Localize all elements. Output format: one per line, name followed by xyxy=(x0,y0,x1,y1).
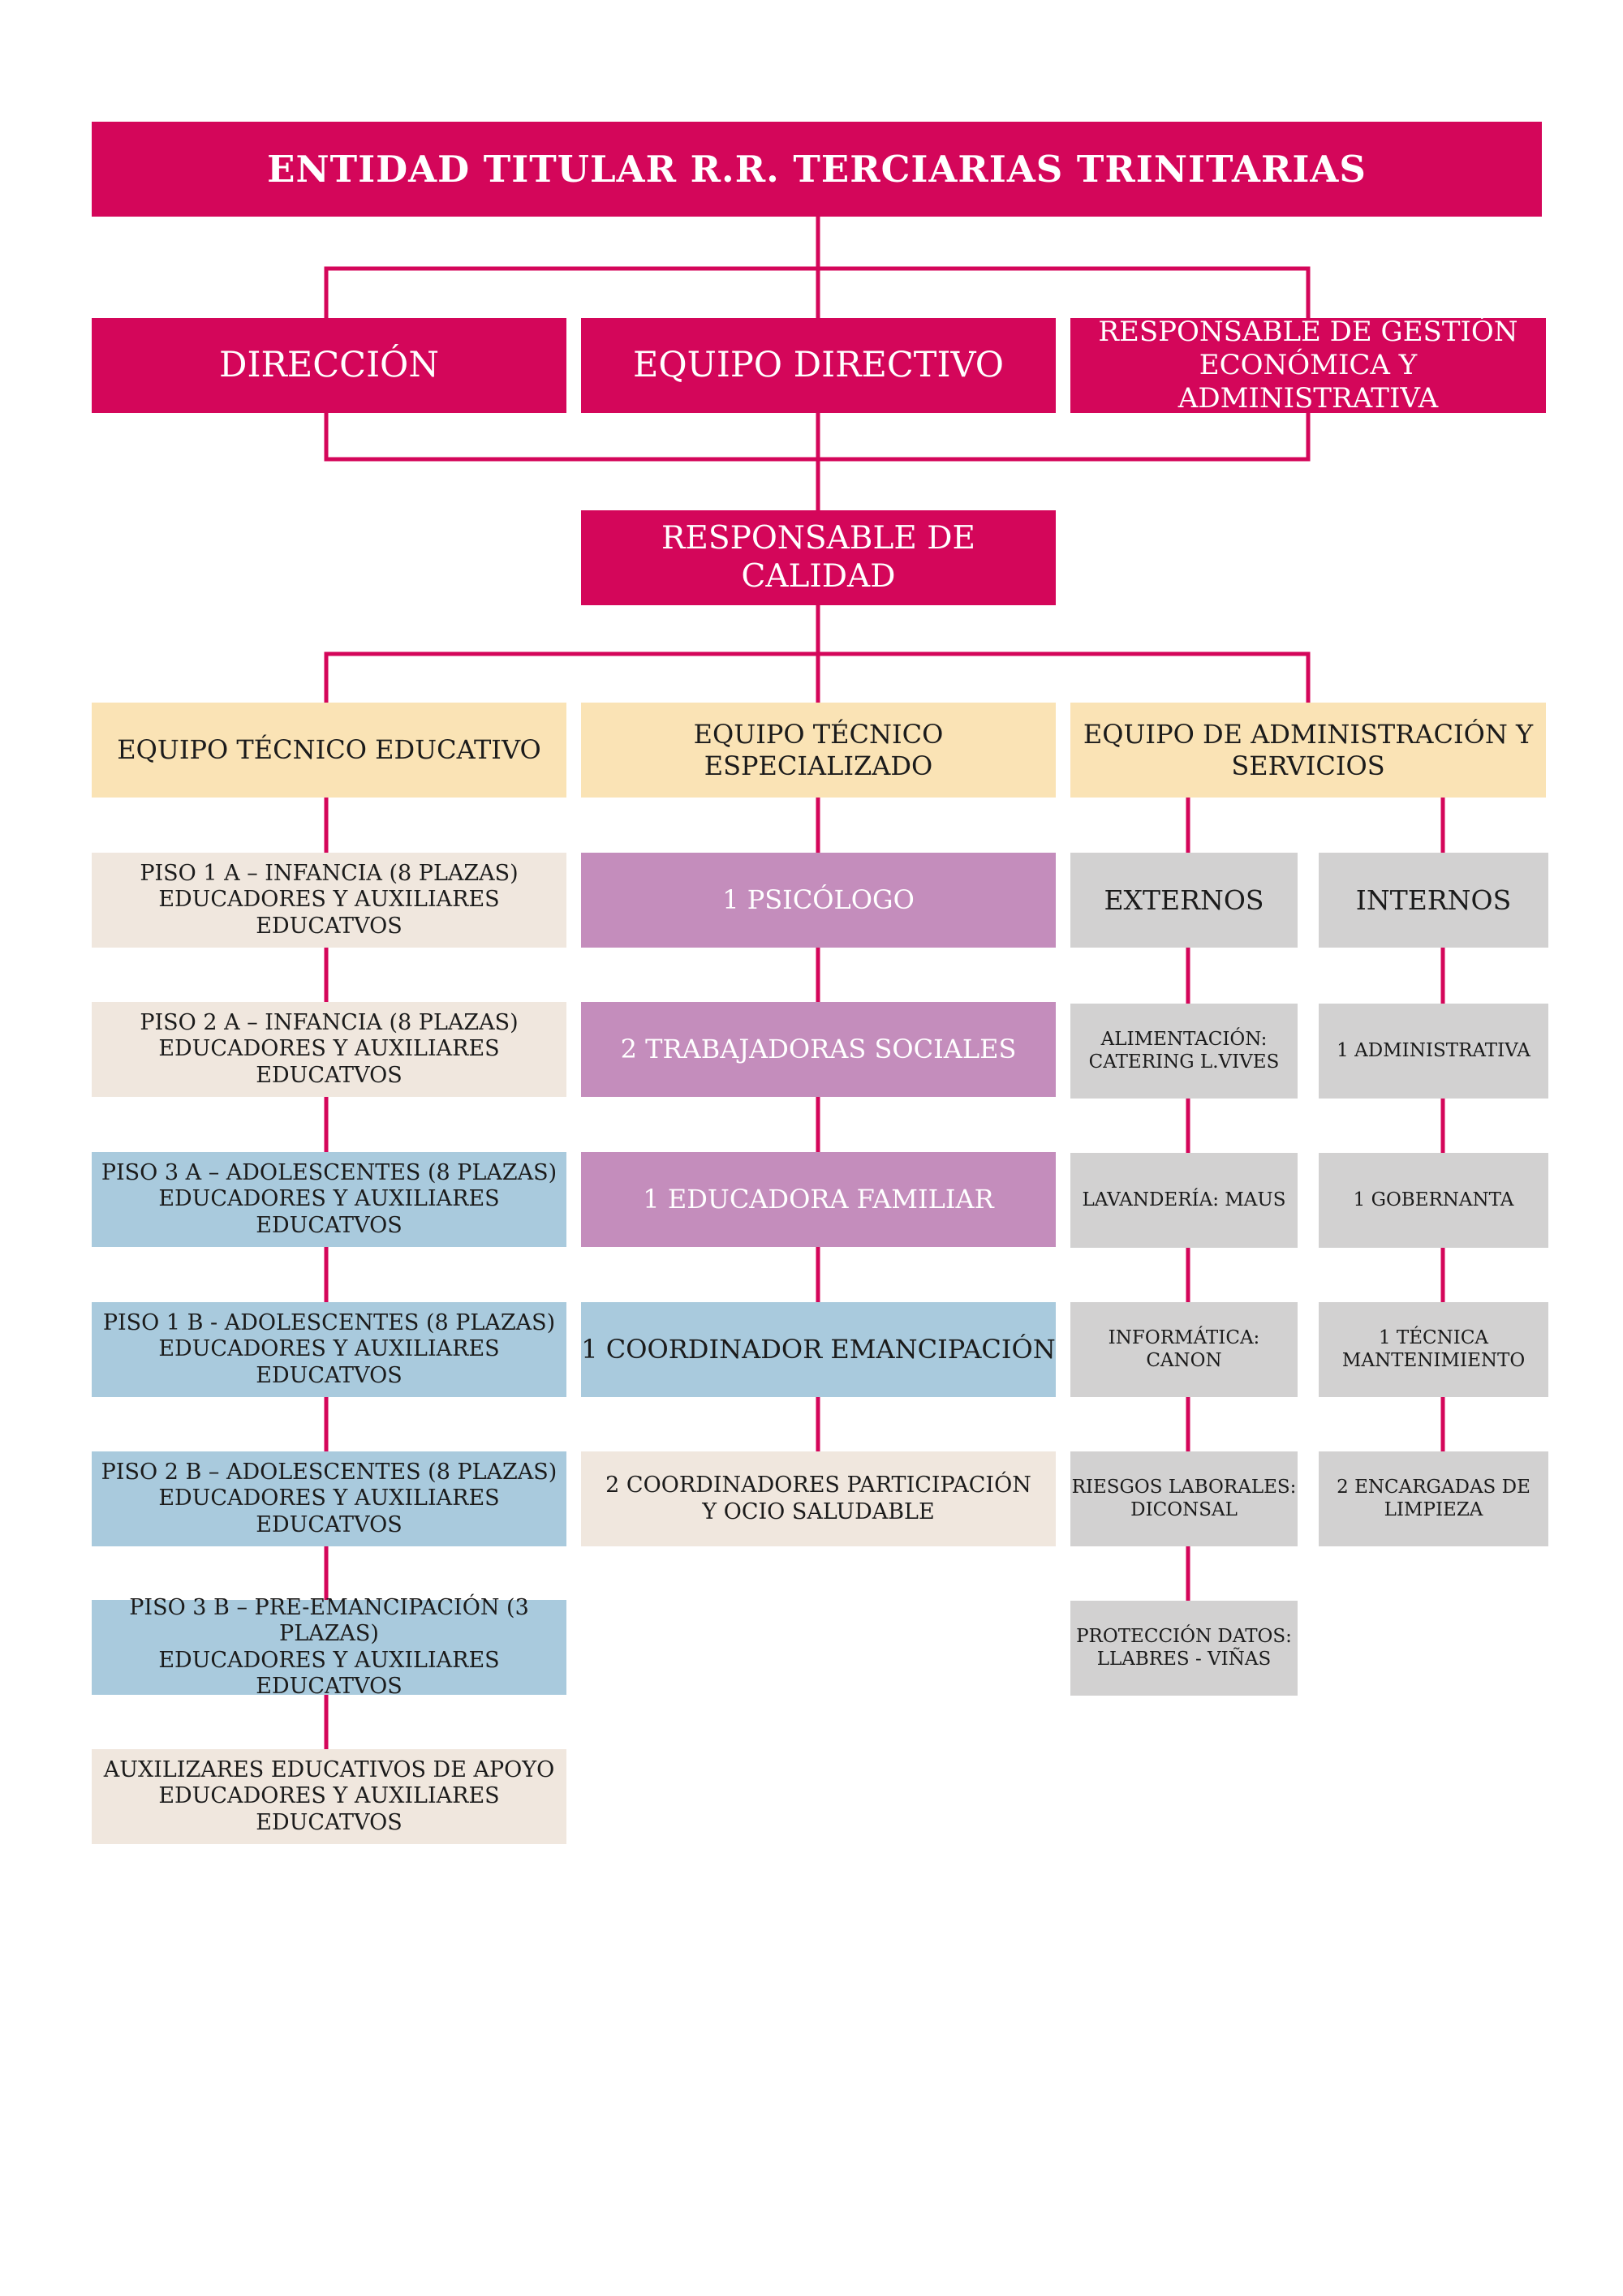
internos-item-box: 1 TÉCNICA MANTENIMIENTO xyxy=(1319,1302,1548,1397)
externos-item-box: INFORMÁTICA: CANON xyxy=(1070,1302,1298,1397)
internos-item-box: 1 ADMINISTRATIVA xyxy=(1319,1004,1548,1099)
entidad-titular-box: ENTIDAD TITULAR R.R. TERCIARIAS TRINITAR… xyxy=(92,122,1542,217)
internos-item-box: 2 ENCARGADAS DE LIMPIEZA xyxy=(1319,1451,1548,1546)
especializado-item-box: 1 COORDINADOR EMANCIPACIÓN xyxy=(581,1302,1056,1397)
especializado-item-box: 2 TRABAJADORAS SOCIALES xyxy=(581,1002,1056,1097)
externos-item-box: PROTECCIÓN DATOS: LLABRES - VIÑAS xyxy=(1070,1601,1298,1696)
educativo-item-box: PISO 2 A – INFANCIA (8 PLAZAS) EDUCADORE… xyxy=(92,1002,566,1097)
internos-item-box: 1 GOBERNANTA xyxy=(1319,1153,1548,1248)
responsable-calidad-box: RESPONSABLE DE CALIDAD xyxy=(581,510,1056,605)
educativo-item-box: PISO 2 B – ADOLESCENTES (8 PLAZAS) EDUCA… xyxy=(92,1451,566,1546)
responsable-gestion-box: RESPONSABLE DE GESTIÓN ECONÓMICA Y ADMIN… xyxy=(1070,316,1546,415)
equipo-administracion-servicios-box: EQUIPO DE ADMINISTRACIÓN Y SERVICIOS xyxy=(1070,703,1546,798)
internos-header-box: INTERNOS xyxy=(1319,853,1548,948)
especializado-item-box: 2 COORDINADORES PARTICIPACIÓN Y OCIO SAL… xyxy=(581,1451,1056,1546)
connector-line xyxy=(324,266,1311,318)
especializado-item-box: 1 PSICÓLOGO xyxy=(581,853,1056,948)
equipo-tecnico-especializado-box: EQUIPO TÉCNICO ESPECIALIZADO xyxy=(581,703,1056,798)
connector-line xyxy=(324,413,1311,462)
equipo-tecnico-educativo-box: EQUIPO TÉCNICO EDUCATIVO xyxy=(92,703,566,798)
externos-item-box: RIESGOS LABORALES: DICONSAL xyxy=(1070,1451,1298,1546)
especializado-item-box: 1 EDUCADORA FAMILIAR xyxy=(581,1152,1056,1247)
externos-header-box: EXTERNOS xyxy=(1070,853,1298,948)
educativo-item-box: PISO 1 B - ADOLESCENTES (8 PLAZAS) EDUCA… xyxy=(92,1302,566,1397)
educativo-item-box: AUXILIZARES EDUCATIVOS DE APOYO EDUCADOR… xyxy=(92,1749,566,1844)
equipo-directivo-box: EQUIPO DIRECTIVO xyxy=(581,318,1056,413)
externos-item-box: LAVANDERÍA: MAUS xyxy=(1070,1153,1298,1248)
direccion-box: DIRECCIÓN xyxy=(92,318,566,413)
educativo-item-box: PISO 3 A – ADOLESCENTES (8 PLAZAS) EDUCA… xyxy=(92,1152,566,1247)
educativo-item-box: PISO 1 A – INFANCIA (8 PLAZAS) EDUCADORE… xyxy=(92,853,566,948)
externos-item-box: ALIMENTACIÓN: CATERING L.VIVES xyxy=(1070,1004,1298,1099)
educativo-item-box: PISO 3 B – PRE-EMANCIPACIÓN (3 PLAZAS) E… xyxy=(92,1595,566,1699)
